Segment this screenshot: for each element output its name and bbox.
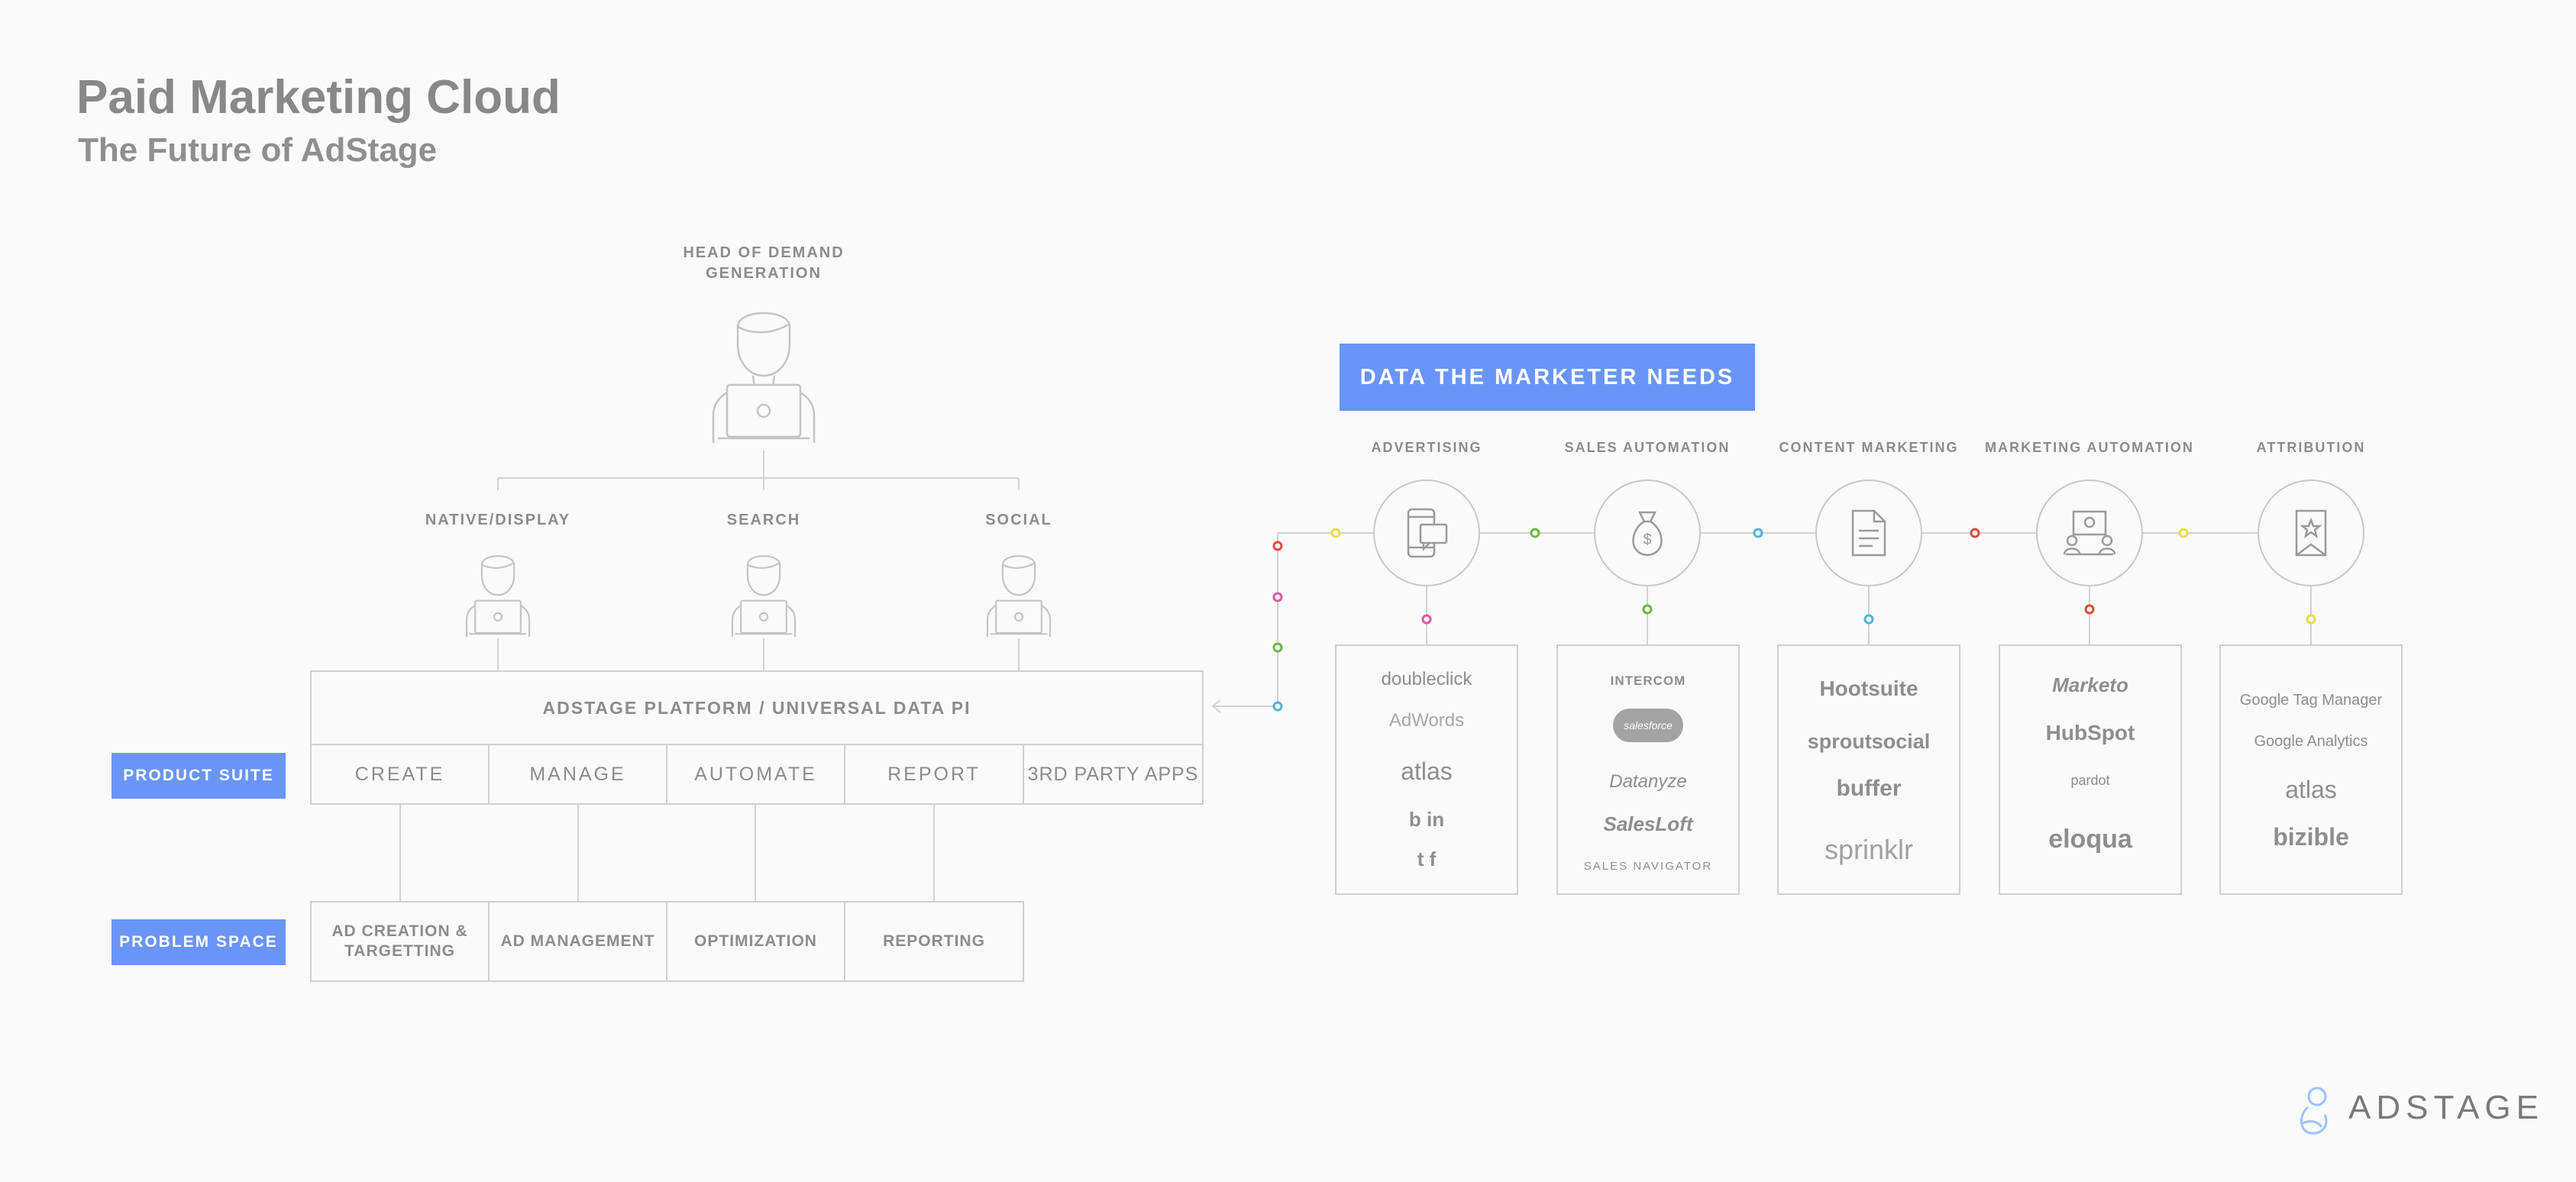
category-attribution: ATTRIBUTION bbox=[2256, 440, 2366, 455]
tool-logo: buffer bbox=[1836, 776, 1902, 801]
salesforce-cloud: salesforce bbox=[1558, 709, 1738, 742]
tool-logo: Datanyze bbox=[1609, 771, 1687, 792]
tool-logo: Google Analytics bbox=[2254, 733, 2368, 750]
ad-phone-icon bbox=[1373, 480, 1480, 586]
role-search-label: SEARCH bbox=[726, 512, 801, 528]
document-icon bbox=[1815, 480, 1922, 586]
tool-logo: SalesLoft bbox=[1603, 812, 1693, 835]
role-social-label: SOCIAL bbox=[985, 512, 1052, 528]
tool-logo: Google Tag Manager bbox=[2239, 692, 2383, 709]
adstage-logo-icon bbox=[2300, 1087, 2328, 1135]
tool-logo: Marketo bbox=[2052, 673, 2128, 696]
tools-content-marketing: Hootsuite sproutsocial buffer sprinklr bbox=[1777, 644, 1960, 895]
tool-logo: pardot bbox=[2070, 773, 2110, 788]
tool-logo: b in bbox=[1408, 808, 1445, 831]
tool-logo: SALES NAVIGATOR bbox=[1583, 860, 1713, 873]
tool-logo: doubleclick bbox=[1381, 669, 1472, 690]
suite-manage: MANAGE bbox=[488, 744, 667, 805]
tool-logo: bizible bbox=[2273, 823, 2349, 851]
suite-create: CREATE bbox=[310, 744, 490, 805]
suite-third-party-apps: 3RD PARTY APPS bbox=[1023, 744, 1204, 805]
tool-logo: INTERCOM bbox=[1610, 673, 1686, 688]
tools-advertising: doubleclick AdWords atlas b in t f bbox=[1335, 644, 1518, 895]
tool-logo: HubSpot bbox=[2045, 721, 2135, 744]
tool-logo: eloqua bbox=[2048, 825, 2132, 854]
tools-attribution: Google Tag Manager Google Analytics atla… bbox=[2219, 644, 2403, 895]
money-bag-icon: $ bbox=[1594, 480, 1701, 586]
person-laptop-icon bbox=[731, 555, 797, 637]
category-sales-automation: SALES AUTOMATION bbox=[1564, 440, 1731, 455]
tool-logo: salesforce bbox=[1613, 709, 1683, 742]
bookmark-star-icon bbox=[2258, 480, 2364, 586]
svg-text:$: $ bbox=[1643, 531, 1651, 548]
category-advertising: ADVERTISING bbox=[1371, 440, 1482, 455]
person-laptop-icon bbox=[986, 555, 1052, 637]
tools-sales-automation: INTERCOM salesforce Datanyze SalesLoft S… bbox=[1556, 644, 1740, 895]
tool-logo: t f bbox=[1417, 848, 1437, 870]
problem-space-tag: PROBLEM SPACE bbox=[112, 919, 286, 965]
tools-marketing-automation: Marketo HubSpot pardot eloqua bbox=[1999, 644, 2182, 895]
category-marketing-automation: MARKETING AUTOMATION bbox=[1985, 440, 2194, 455]
problem-ad-creation: AD CREATION & TARGETTING bbox=[310, 901, 490, 982]
category-content-marketing: CONTENT MARKETING bbox=[1779, 440, 1959, 455]
tool-logo: AdWords bbox=[1388, 710, 1465, 731]
tool-logo: atlas bbox=[2285, 776, 2337, 803]
person-laptop-icon bbox=[712, 312, 816, 443]
tool-logo: Hootsuite bbox=[1819, 677, 1918, 700]
problem-reporting: REPORTING bbox=[844, 901, 1024, 982]
tool-logo: sprinklr bbox=[1824, 834, 1913, 865]
brand-wordmark: ADSTAGE bbox=[2348, 1089, 2545, 1126]
role-head-label: HEAD OF DEMAND GENERATION bbox=[683, 244, 845, 282]
tool-logo: sproutsocial bbox=[1807, 730, 1931, 753]
suite-report: REPORT bbox=[844, 744, 1024, 805]
page-subtitle: The Future of AdStage bbox=[78, 131, 438, 169]
tool-logo: atlas bbox=[1401, 757, 1453, 785]
problem-optimization: OPTIMIZATION bbox=[666, 901, 845, 982]
presentation-icon bbox=[2036, 480, 2143, 586]
product-suite-tag: PRODUCT SUITE bbox=[112, 753, 286, 799]
platform-label: ADSTAGE PLATFORM / UNIVERSAL DATA PI bbox=[542, 697, 971, 718]
page-title: Paid Marketing Cloud bbox=[76, 71, 561, 124]
platform-bar: ADSTAGE PLATFORM / UNIVERSAL DATA PI bbox=[310, 670, 1204, 745]
person-laptop-icon bbox=[465, 555, 531, 637]
role-native-label: NATIVE/DISPLAY bbox=[425, 512, 571, 528]
suite-automate: AUTOMATE bbox=[666, 744, 845, 805]
data-banner: DATA THE MARKETER NEEDS bbox=[1340, 344, 1755, 411]
problem-ad-management: AD MANAGEMENT bbox=[488, 901, 667, 982]
